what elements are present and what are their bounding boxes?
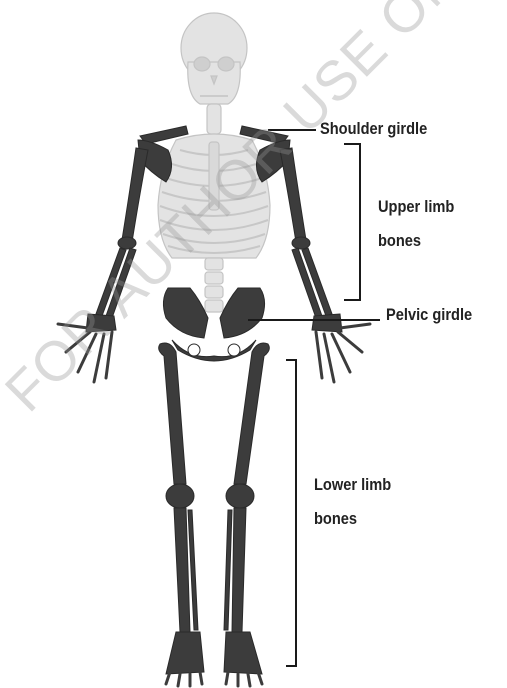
- pelvic-girdle: [162, 287, 266, 362]
- lower-limb-bones: [158, 342, 270, 688]
- upper-limb-label-line1: Upper limb: [378, 197, 455, 216]
- skull: [180, 12, 248, 105]
- lower-limb-bracket: [286, 359, 297, 667]
- pelvic-girdle-label: Pelvic girdle: [386, 305, 473, 324]
- rib-cage: [157, 133, 271, 259]
- leader-lines: [248, 129, 380, 667]
- appendicular-skeleton: [56, 125, 372, 688]
- lower-limb-label-line1: Lower limb: [314, 475, 392, 494]
- shoulder-girdle-label: Shoulder girdle: [320, 119, 428, 138]
- lower-limb-label-line2: bones: [314, 509, 358, 528]
- axial-skeleton: [157, 12, 271, 313]
- lumbar-spine: [204, 257, 224, 313]
- upper-limb-label-line2: bones: [378, 231, 422, 250]
- upper-limb-bracket: [344, 143, 361, 301]
- upper-limb-bones: [56, 147, 372, 384]
- cervical-spine: [206, 103, 222, 135]
